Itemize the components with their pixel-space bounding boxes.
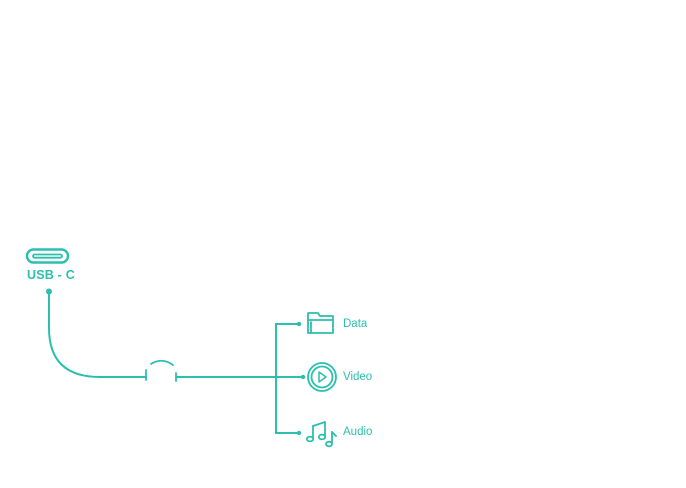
output-label-audio: Audio <box>343 426 373 438</box>
branch-dots <box>296 321 306 436</box>
source-dot <box>46 288 52 295</box>
output-label-data: Data <box>343 318 368 330</box>
output-label-video: Video <box>343 371 373 383</box>
cable-break-symbol <box>145 359 177 382</box>
source-label: USB - C <box>27 268 75 282</box>
music-notes-icon <box>305 421 337 448</box>
source-cable <box>48 292 147 378</box>
branch-lines <box>275 323 299 434</box>
usb-c-connector-icon <box>25 248 70 264</box>
play-circle-icon <box>307 362 337 392</box>
folder-icon <box>307 312 334 334</box>
